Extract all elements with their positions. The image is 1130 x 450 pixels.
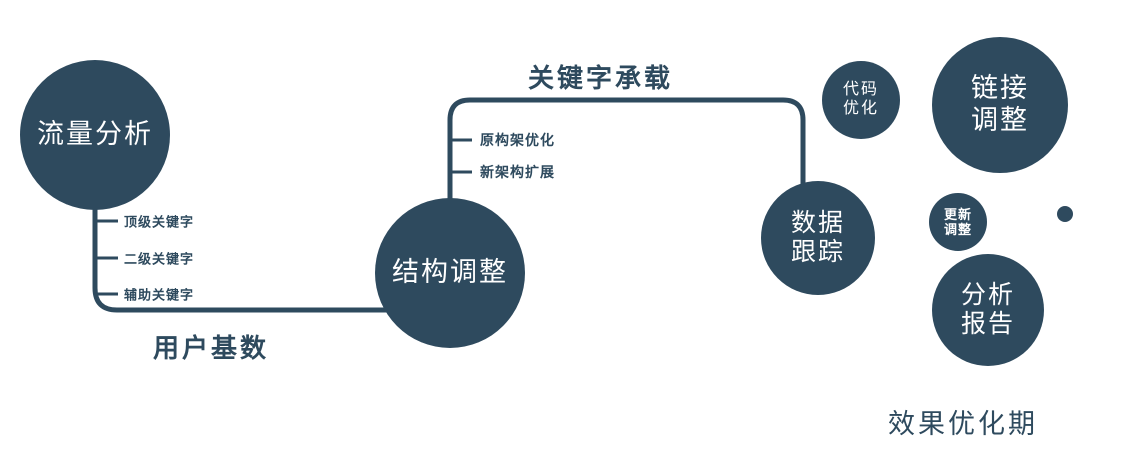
node-update-adjustment: 更新 调整 xyxy=(929,193,987,251)
node-link-adjustment: 链接 调整 xyxy=(932,37,1068,173)
node-update-adjustment-line1: 更新 xyxy=(943,206,972,222)
node-analysis-report-line1: 分析 xyxy=(960,280,1015,309)
caption-effect-optimization-period: 效果优化期 xyxy=(888,409,1038,439)
node-analysis-report-line2: 报告 xyxy=(960,310,1015,338)
node-update-adjustment-line2: 调整 xyxy=(943,222,972,237)
node-data-tracking-line2: 跟踪 xyxy=(790,238,845,266)
connector-traffic-to-structure xyxy=(92,150,400,313)
node-data-tracking-line1: 数据 xyxy=(790,208,845,237)
node-traffic-analysis-label: 流量分析 xyxy=(37,119,153,150)
edge-label-user-base: 用户基数 xyxy=(153,333,270,363)
node-data-tracking: 数据 跟踪 xyxy=(761,181,875,295)
branch-label-auxiliary-keywords: 辅助关键字 xyxy=(124,287,195,303)
bullet-dot xyxy=(1057,206,1073,222)
node-structure-adjustment-label: 结构调整 xyxy=(392,257,508,288)
node-link-adjustment-line1: 链接 xyxy=(971,73,1029,104)
node-structure-adjustment: 结构调整 xyxy=(375,198,525,348)
node-traffic-analysis: 流量分析 xyxy=(20,60,170,210)
branch-label-secondary-keywords: 二级关键字 xyxy=(124,251,195,267)
node-code-optimization-line1: 代码 xyxy=(842,81,879,99)
branch-label-new-architecture: 新架构扩展 xyxy=(480,164,555,180)
connector-structure-to-data xyxy=(447,97,806,212)
node-code-optimization: 代码 优化 xyxy=(822,61,900,139)
node-analysis-report: 分析 报告 xyxy=(932,254,1044,366)
node-code-optimization-line2: 优化 xyxy=(842,100,879,117)
branch-label-top-keywords: 顶级关键字 xyxy=(124,214,195,230)
node-link-adjustment-line2: 调整 xyxy=(971,105,1029,135)
edge-label-keyword-carrying: 关键字承载 xyxy=(528,63,674,93)
branch-label-original-architecture: 原构架优化 xyxy=(480,132,555,148)
